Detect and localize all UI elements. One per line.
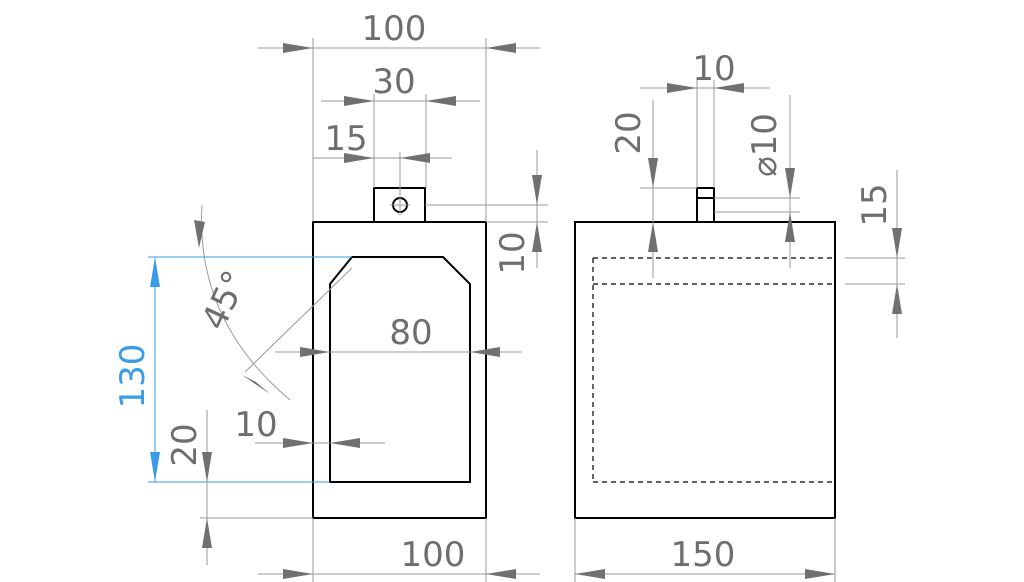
- side-body-outline: [574, 221, 836, 519]
- dim-pin-offset-text: 20: [609, 111, 649, 154]
- dim-pocket-width-text: 80: [389, 313, 432, 353]
- front-pocket-outline: [329, 256, 471, 483]
- front-view: [312, 187, 487, 519]
- dim-hole-offset-text: 15: [324, 119, 367, 159]
- dim-pocket-height-text: 130: [113, 344, 153, 409]
- dim-pin-height-text: 15: [855, 183, 895, 226]
- side-dimensions: [574, 80, 905, 582]
- dim-pin-width-text: 10: [692, 49, 735, 89]
- dim-tab-offset-text: 30: [372, 62, 415, 102]
- dim-side-width-text: 150: [671, 535, 736, 575]
- front-body-outline: [312, 221, 487, 519]
- dim-top-width-text: 100: [362, 9, 427, 49]
- side-pin-outline: [696, 187, 715, 223]
- front-dimensions: [148, 38, 548, 582]
- dim-chamfer-angle-text: 45°: [194, 265, 256, 337]
- dim-tab-height-text: 10: [493, 231, 533, 274]
- dim-wall-text: 10: [234, 405, 277, 445]
- side-view: [574, 187, 836, 519]
- dim-bottom-width-text: 100: [401, 535, 466, 575]
- dim-bottom-gap-text: 20: [165, 423, 205, 466]
- dim-pin-diameter-text: ⌀10: [745, 113, 785, 177]
